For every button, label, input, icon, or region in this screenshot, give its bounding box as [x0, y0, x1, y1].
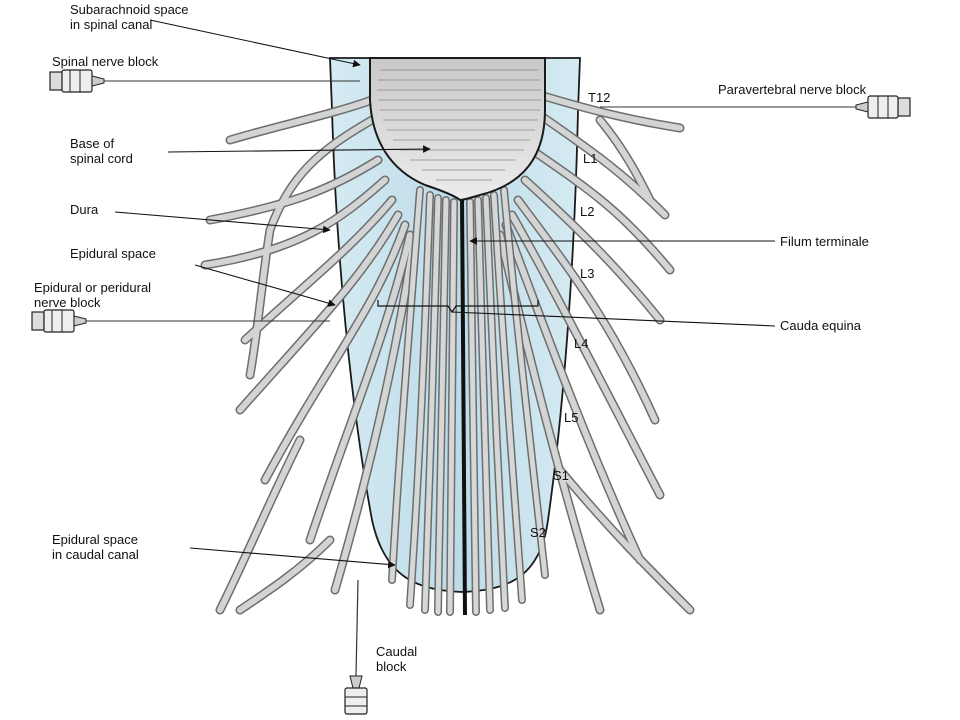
spinal-cord-base: [369, 57, 546, 202]
label-caudal-space-line1: Epidural space: [52, 532, 138, 547]
level-l5: L5: [564, 410, 578, 425]
left-nerve-roots: [200, 95, 419, 615]
label-subarachnoid-line1: Subarachnoid space: [70, 2, 189, 17]
cauda-equina-strands: [388, 186, 549, 616]
label-caudal-block-line1: Caudal: [376, 644, 417, 659]
label-subarachnoid-line2: in spinal canal: [70, 17, 152, 32]
level-s2: S2: [530, 525, 546, 540]
label-filum-terminale: Filum terminale: [780, 234, 869, 249]
label-epidural-block-line1: Epidural or peridural: [34, 280, 151, 295]
level-s1: S1: [553, 468, 569, 483]
label-cauda-equina: Cauda equina: [780, 318, 862, 333]
level-l4: L4: [574, 336, 588, 351]
right-nerve-roots: [495, 90, 695, 615]
label-spinal-nerve-block: Spinal nerve block: [52, 54, 159, 69]
label-caudal-block-line2: block: [376, 659, 407, 674]
label-base-cord-line2: spinal cord: [70, 151, 133, 166]
cord-hatching: [377, 69, 541, 181]
level-l2: L2: [580, 204, 594, 219]
syringe-epidural-icon: [31, 309, 330, 333]
syringe-caudal-icon: [344, 579, 368, 715]
filum-terminale: [460, 197, 467, 616]
level-l1: L1: [583, 151, 597, 166]
label-caudal-space-line2: in caudal canal: [52, 547, 139, 562]
label-epidural-space: Epidural space: [70, 246, 156, 261]
label-base-cord-line1: Base of: [70, 136, 114, 151]
label-dura: Dura: [70, 202, 99, 217]
label-epidural-block-line2: nerve block: [34, 295, 101, 310]
label-paravertebral-block: Paravertebral nerve block: [718, 82, 867, 97]
syringe-paravertebral-icon: [600, 95, 911, 119]
leader-lines: [114, 19, 776, 569]
level-t12: T12: [588, 90, 610, 105]
level-l3: L3: [580, 266, 594, 281]
syringe-spinal-icon: [49, 69, 360, 93]
